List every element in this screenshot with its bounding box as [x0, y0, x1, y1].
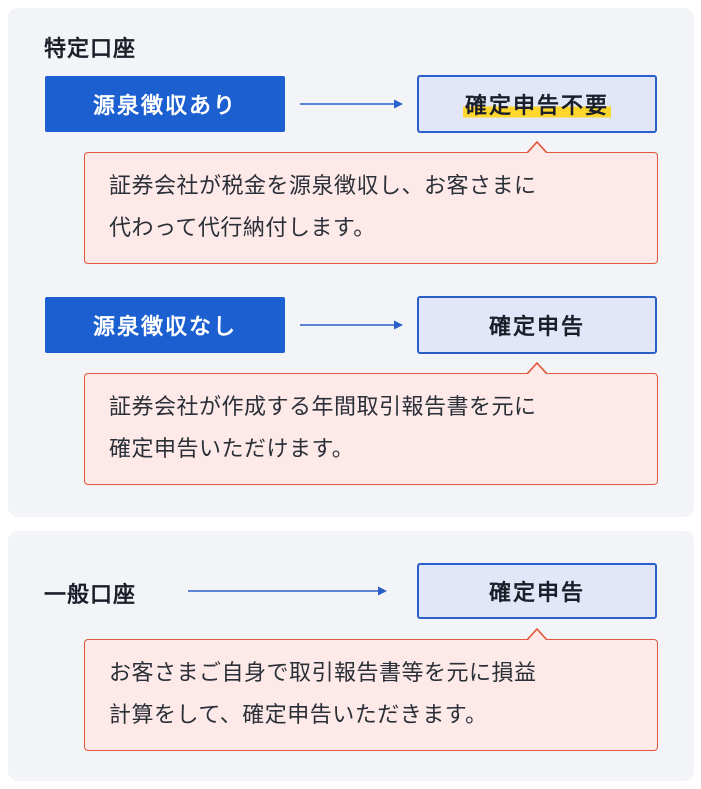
result-no-filing-needed: 確定申告不要	[417, 75, 657, 133]
note-line: 証券会社が税金を源泉徴収し、お客さまに	[109, 174, 537, 199]
result-tax-filing: 確定申告	[417, 296, 657, 354]
note-line: お客さまご自身で取引報告書等を元に損益	[109, 661, 537, 686]
note-line: 証券会社が作成する年間取引報告書を元に	[109, 395, 537, 420]
note-withholding-yes: 証券会社が税金を源泉徴収し、お客さまに 代わって代行納付します。	[84, 141, 658, 264]
note-line: 確定申告いただけます。	[109, 437, 355, 462]
ippan-heading: 一般口座	[44, 583, 137, 608]
note-line: 代わって代行納付します。	[109, 216, 376, 241]
arrow-icon	[300, 98, 404, 110]
arrow-icon	[300, 319, 404, 331]
note-withholding-no: 証券会社が作成する年間取引報告書を元に 確定申告いただけます。	[84, 362, 658, 485]
highlighted-result-text: 確定申告不要	[462, 88, 611, 120]
note-line: 計算をして、確定申告いただきます。	[109, 703, 488, 728]
caret-icon	[527, 141, 547, 153]
withholding-yes-label: 源泉徴収あり	[45, 76, 285, 132]
note-general-account: お客さまご自身で取引報告書等を元に損益 計算をして、確定申告いただきます。	[84, 628, 658, 751]
result-tax-filing-general: 確定申告	[417, 563, 657, 619]
withholding-no-label: 源泉徴収なし	[45, 297, 285, 353]
tokutei-heading: 特定口座	[44, 37, 137, 62]
caret-icon	[527, 628, 547, 640]
caret-icon	[527, 362, 547, 374]
arrow-icon	[188, 585, 388, 597]
